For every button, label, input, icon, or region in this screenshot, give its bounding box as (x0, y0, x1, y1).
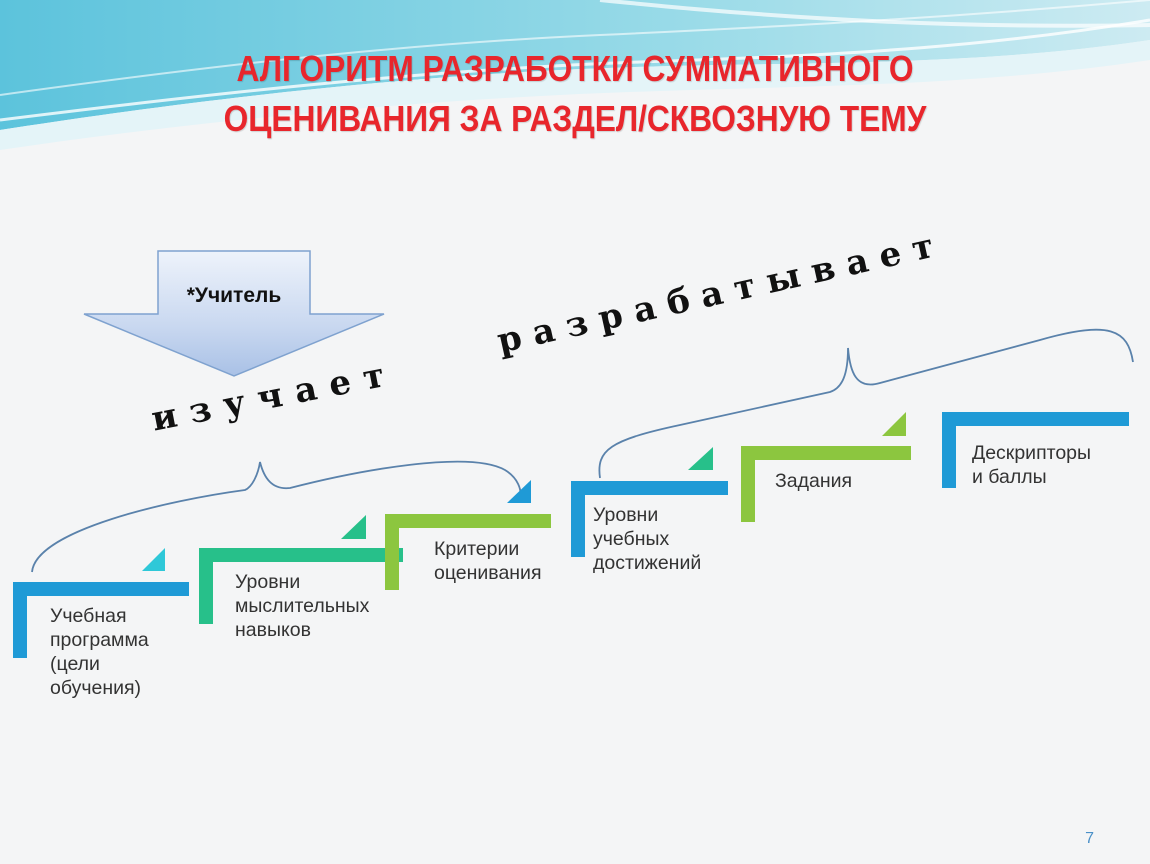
step-1-shape (13, 548, 189, 658)
slide-title-line-2: ОЦЕНИВАНИЯ ЗА РАЗДЕЛ/СКВОЗНУЮ ТЕМУ (223, 98, 927, 139)
brace-develops (598, 328, 1134, 479)
step-3-corner (507, 480, 531, 503)
slide-title-line-1: АЛГОРИТМ РАЗРАБОТКИ СУММАТИВНОГО (236, 48, 914, 89)
step-2-shape (199, 515, 403, 624)
teacher-label: *Учитель (186, 284, 282, 307)
brace-studies (31, 460, 522, 573)
step-6-label: Дескрипторы и баллы (972, 442, 1092, 488)
page-number: 7 (1085, 830, 1094, 847)
teacher-arrow (83, 250, 385, 377)
step-5-label: Задания (775, 470, 853, 492)
step-3-label: Критерии оценивания (434, 538, 542, 584)
step-5-shape (741, 412, 911, 522)
step-2-label: Уровни мыслительных навыков (235, 571, 370, 641)
step-1-label: Учебная программа (цели обучения) (50, 605, 149, 699)
step-4-label: Уровни учебных достижений (593, 504, 702, 574)
step-3-shape (385, 514, 551, 590)
step-4-shape (571, 447, 728, 557)
step-6-shape (942, 412, 1129, 488)
